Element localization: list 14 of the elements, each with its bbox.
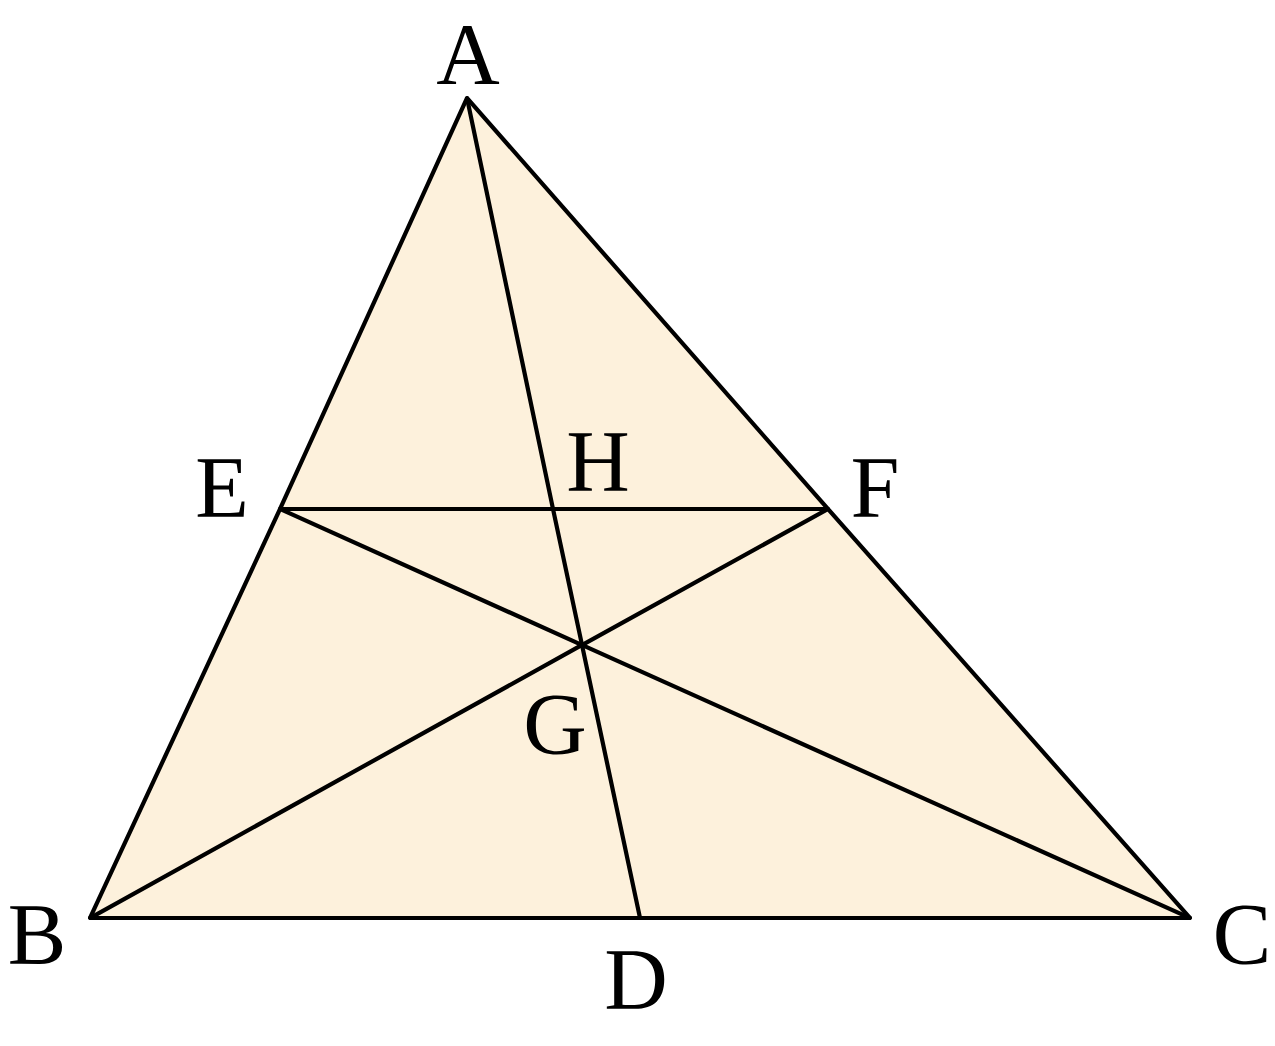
point-label: A	[437, 26, 500, 84]
line-segment	[88, 643, 584, 920]
point-label: G	[526, 695, 584, 755]
line-segment	[278, 507, 584, 647]
point-label: B	[10, 906, 63, 964]
line-segment	[580, 507, 830, 647]
line-segment	[278, 96, 469, 511]
point-label: C	[1216, 905, 1267, 965]
point-label: D	[606, 951, 665, 1009]
point-label: H	[568, 433, 628, 491]
point-label: E	[197, 459, 245, 517]
point-label: F	[853, 459, 897, 517]
line-segment	[580, 643, 1192, 920]
line-segment	[88, 507, 282, 920]
